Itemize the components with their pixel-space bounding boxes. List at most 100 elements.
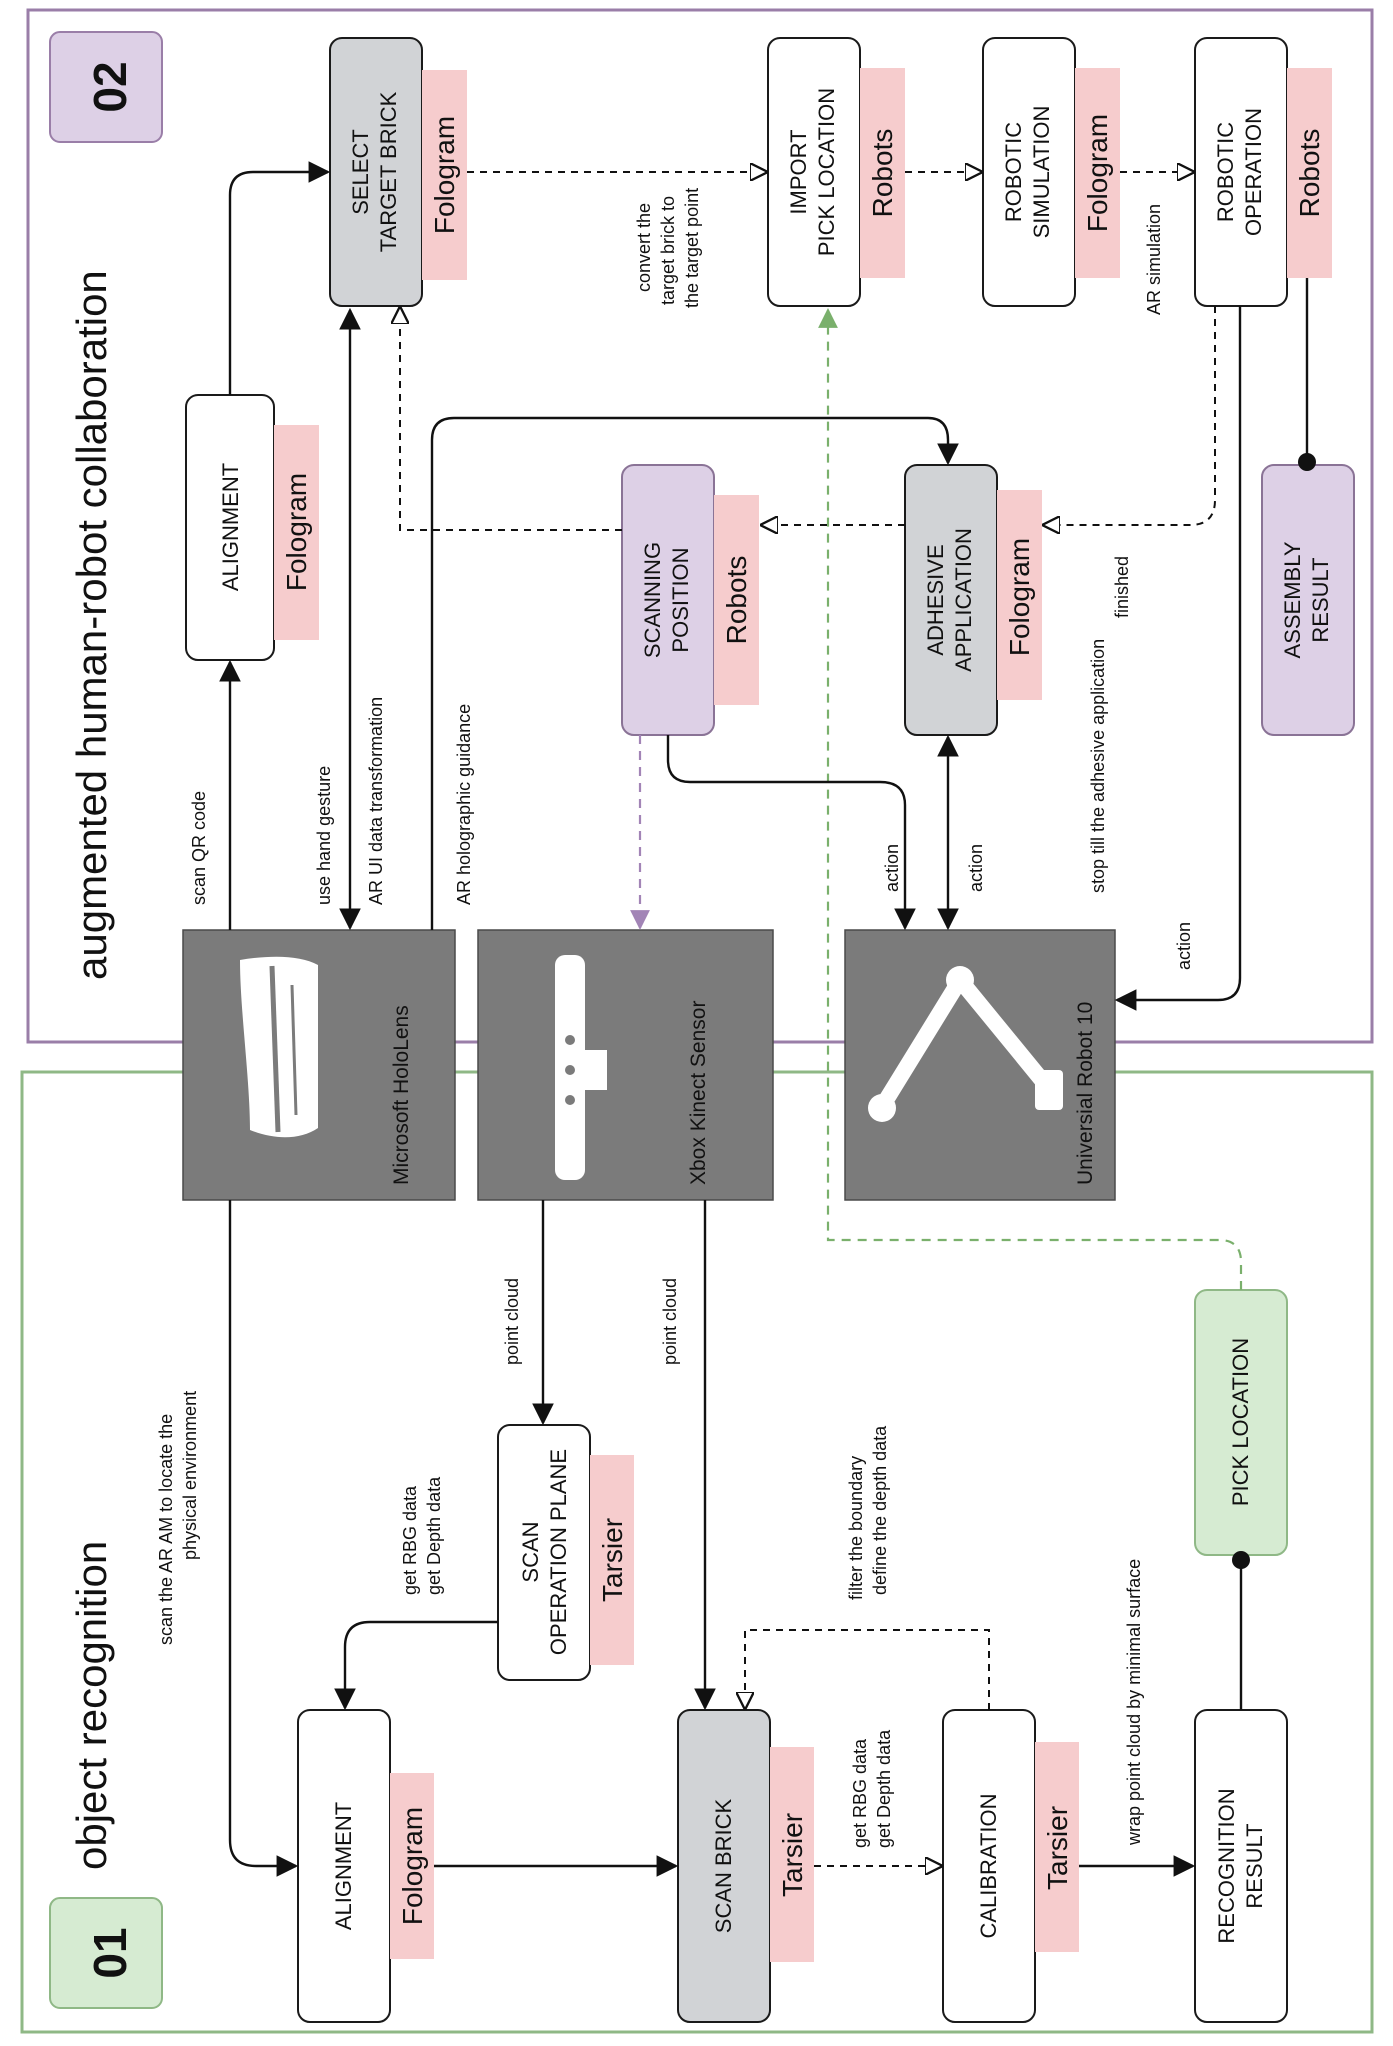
label-ui-transform: AR UI data transformation [366, 697, 386, 905]
import-pick-label-2: PICK LOCATION [814, 88, 839, 256]
alignment-2-label: ALIGNMENT [218, 463, 243, 591]
box-scanning-position: SCANNING POSITION Robots [621, 464, 759, 736]
scan-plane-label-1: SCAN [518, 1521, 543, 1582]
edge-scanning-ur10 [666, 735, 916, 931]
edge-alignment2-select [228, 161, 331, 395]
scanning-position-label-1: SCANNING [640, 542, 665, 658]
box-scan-brick: SCAN BRICK Tarsier [677, 1709, 814, 2023]
scan-brick-label: SCAN BRICK [711, 1798, 736, 1933]
robotic-sim-label-2: SIMULATION [1029, 106, 1054, 239]
edge-scanplane-alignment [334, 1620, 498, 1711]
label-scan-qr: scan QR code [189, 791, 209, 905]
alignment-1-tool: Fologram [397, 1807, 428, 1925]
box-select-target-brick: SELECT TARGET BRICK Fologram [329, 37, 467, 307]
label-point-cloud-2: point cloud [660, 1278, 680, 1365]
scanning-position-label-2: POSITION [668, 547, 693, 652]
alignment-1-label: ALIGNMENT [331, 1802, 356, 1930]
label-filter-boundary-1: filter the boundary [846, 1456, 866, 1600]
connectors-section-02 [219, 161, 1316, 1011]
box-adhesive-application: ADHESIVE APPLICATION Fologram [904, 464, 1042, 736]
adhesive-label-1: ADHESIVE [923, 544, 948, 655]
box-assembly-result: ASSEMBLY RESULT [1261, 464, 1355, 736]
scanning-position-tool: Robots [721, 556, 752, 645]
label-convert-1: convert the [634, 203, 654, 292]
box-calibration: CALIBRATION Tarsier [942, 1709, 1079, 2023]
label-ar-simulation: AR simulation [1144, 204, 1164, 315]
label-stop-till-2: finished [1112, 556, 1132, 618]
connector-dot [1298, 453, 1316, 471]
recognition-result-label-2: RESULT [1242, 1823, 1267, 1908]
device-ur10: Universial Robot 10 [844, 929, 1116, 1201]
section-02-number: 02 [84, 61, 136, 112]
box-pick-location: PICK LOCATION [1194, 1289, 1288, 1556]
label-convert-3: the target point [682, 188, 702, 308]
edge-operation-ur10 [1114, 306, 1242, 1011]
assembly-result-label-2: RESULT [1308, 557, 1333, 642]
calibration-label: CALIBRATION [976, 1793, 1001, 1938]
box-alignment-1: ALIGNMENT Fologram [297, 1709, 434, 2023]
select-target-tool: Fologram [429, 116, 460, 234]
section-01-number: 01 [84, 1927, 136, 1978]
robotic-sim-tool: Fologram [1082, 114, 1113, 232]
box-alignment-2: ALIGNMENT Fologram [185, 394, 319, 661]
device-kinect-label: Xbox Kinect Sensor [687, 1001, 710, 1185]
import-pick-label-1: IMPORT [786, 129, 811, 214]
device-ur10-label: Universial Robot 10 [1074, 1002, 1097, 1185]
adhesive-label-2: APPLICATION [951, 528, 976, 672]
label-point-cloud-1: point cloud [502, 1278, 522, 1365]
label-action-3: action [1174, 922, 1194, 970]
pick-location-label: PICK LOCATION [1228, 1338, 1253, 1506]
edge-hololens-alignment [228, 1200, 299, 1877]
robotic-op-tool: Robots [1294, 129, 1325, 218]
section-01-badge [49, 1897, 163, 2009]
box-scan-operation-plane: SCAN OPERATION PLANE Tarsier [497, 1424, 634, 1681]
robotic-op-label-2: OPERATION [1241, 108, 1266, 236]
label-stop-till-1: stop till the adhesive application [1088, 639, 1108, 893]
label-hand-gesture: use hand gesture [314, 766, 334, 905]
scan-brick-tool: Tarsier [777, 1813, 808, 1897]
label-holo-guidance: AR holographic guidance [454, 704, 474, 905]
calibration-tool: Tarsier [1042, 1806, 1073, 1890]
section-01-title: object recognition [68, 1541, 115, 1870]
label-wrap-point-cloud: wrap point cloud by minimal surface [1124, 1559, 1144, 1846]
select-target-label-2: TARGET BRICK [376, 91, 401, 252]
connector-dot [1232, 1551, 1250, 1569]
label-action-2: action [966, 844, 986, 892]
section-02-title: augmented human-robot collaboration [68, 270, 115, 980]
section-02-badge [49, 31, 163, 143]
scan-plane-label-2: OPERATION PLANE [546, 1449, 571, 1655]
edge-scanning-select [400, 308, 622, 531]
label-get-depth-2: get Depth data [874, 1729, 894, 1848]
connectors-section-01 [228, 308, 1250, 1877]
adhesive-tool: Fologram [1004, 538, 1035, 656]
edge-operation-adhesive [1044, 306, 1216, 525]
box-recognition-result: RECOGNITION RESULT [1194, 1709, 1288, 2023]
scan-plane-tool: Tarsier [597, 1518, 628, 1602]
box-robotic-operation: ROBOTIC OPERATION Robots [1194, 37, 1332, 307]
label-get-depth-1: get Depth data [424, 1476, 444, 1595]
label-action-1: action [882, 844, 902, 892]
robot-arm-icon [868, 966, 1063, 1122]
label-scan-ar-am-1: scan the AR AM to locate the [156, 1414, 176, 1645]
edge-hololens-adhesive [430, 416, 959, 930]
robotic-sim-label-1: ROBOTIC [1001, 122, 1026, 222]
device-kinect: Xbox Kinect Sensor [477, 929, 774, 1201]
device-hololens: Microsoft HoloLens [182, 929, 456, 1201]
label-get-rgb-2: get RBG data [850, 1738, 870, 1848]
recognition-result-label-1: RECOGNITION [1214, 1788, 1239, 1943]
label-scan-ar-am-2: physical environment [180, 1391, 200, 1560]
edge-labels: scan the AR AM to locate the physical en… [156, 188, 1194, 1848]
label-filter-boundary-2: define the depth data [870, 1425, 890, 1595]
box-robotic-simulation: ROBOTIC SIMULATION Fologram [982, 37, 1120, 307]
select-target-label-1: SELECT [348, 129, 373, 215]
alignment-2-tool: Fologram [281, 473, 312, 591]
edge-calibration-filter-loop [745, 1629, 990, 1710]
kinect-sensor-icon [555, 955, 607, 1180]
robotic-op-label-1: ROBOTIC [1213, 122, 1238, 222]
device-hololens-label: Microsoft HoloLens [390, 1005, 413, 1185]
import-pick-tool: Robots [867, 129, 898, 218]
label-get-rgb-1: get RBG data [400, 1485, 420, 1595]
headset-icon [240, 956, 318, 1138]
assembly-result-label-1: ASSEMBLY [1280, 541, 1305, 658]
